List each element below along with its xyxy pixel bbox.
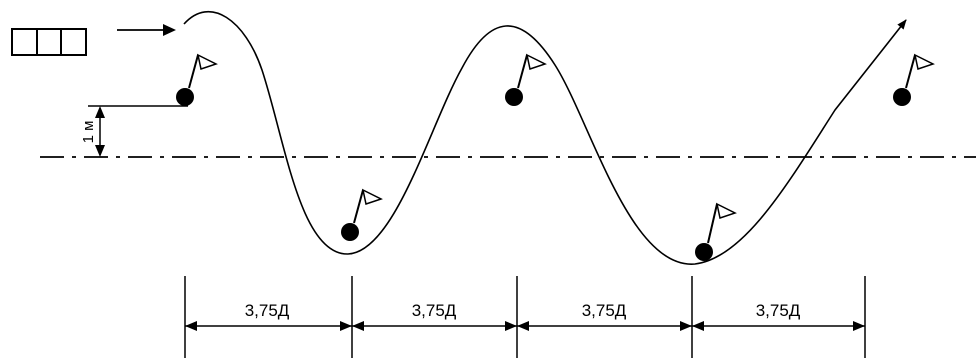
cone-icon [893, 88, 911, 106]
offset-label: 1 м [80, 121, 97, 144]
vehicle-path [183, 11, 907, 265]
spacing-dimension-2 [352, 321, 517, 331]
vehicle-icon [11, 28, 87, 56]
cone-icon [505, 88, 523, 106]
cone-icon [176, 88, 194, 106]
dimension-extension-lines [184, 276, 866, 358]
spacing-dimension-1 [185, 321, 352, 331]
cone-4 [695, 202, 737, 261]
cone-3 [505, 53, 547, 106]
spacing-label: 3,75Д [245, 301, 290, 320]
cone-2 [341, 188, 383, 241]
cone-1 [176, 53, 218, 106]
flag-icon [707, 202, 737, 244]
cone-icon [695, 243, 713, 261]
spacing-dimension-3 [517, 321, 692, 331]
flag-icon [188, 53, 218, 89]
flag-icon [353, 188, 383, 224]
cone-5 [893, 53, 935, 106]
spacing-label: 3,75Д [412, 301, 457, 320]
spacing-label: 3,75Д [756, 301, 801, 320]
spacing-label: 3,75Д [582, 301, 627, 320]
cone-icon [341, 223, 359, 241]
offset-dimension [95, 106, 105, 157]
direction-arrow-icon [117, 24, 176, 36]
flag-icon [905, 53, 935, 89]
flag-icon [517, 53, 547, 89]
spacing-dimension-4 [692, 321, 865, 331]
